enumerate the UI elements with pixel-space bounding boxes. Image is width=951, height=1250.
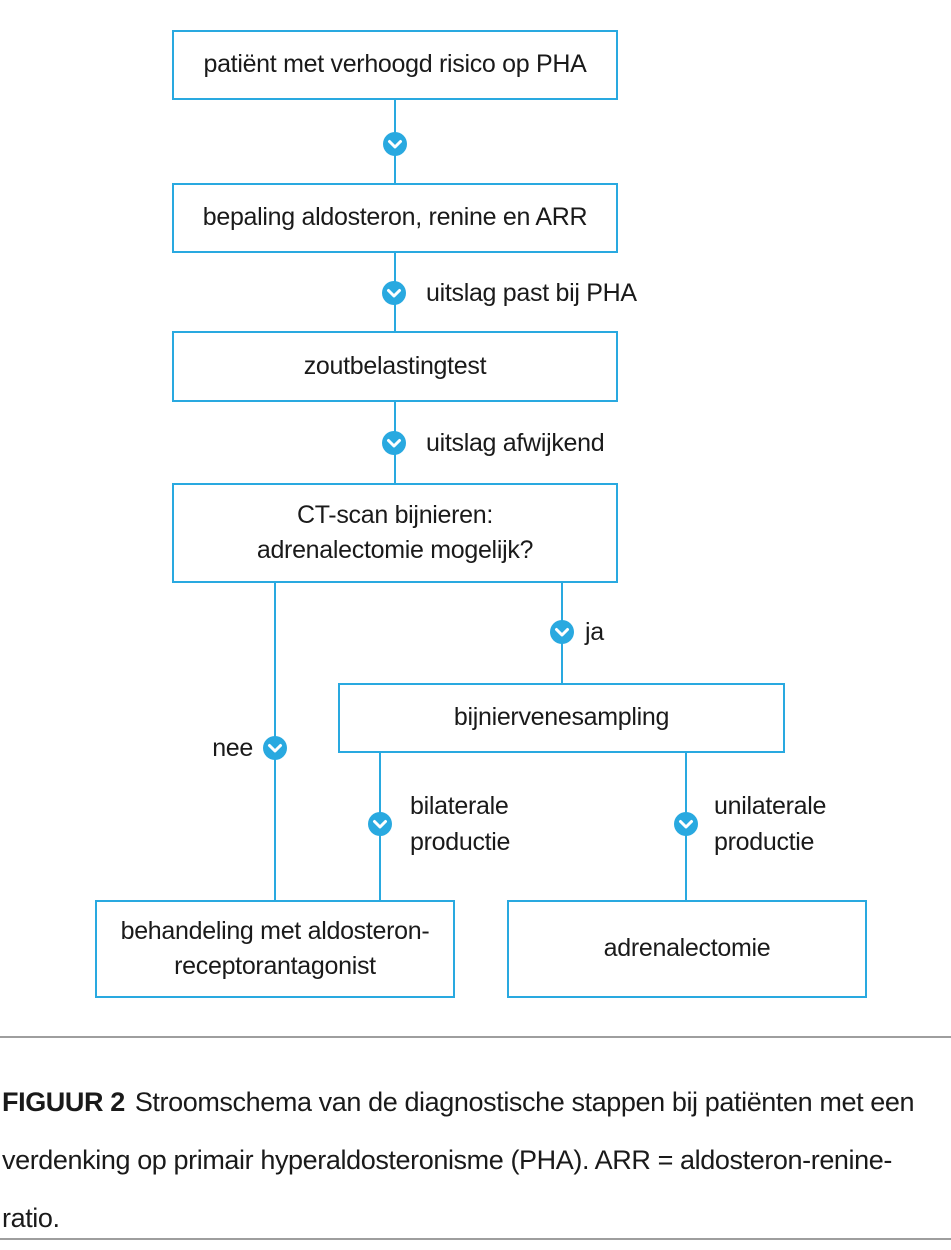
node-patient-risk-label: patiënt met verhoogd risico op PHA [203,50,587,79]
edge-label-ja: ja [585,617,604,646]
caption-divider-bottom [0,1238,951,1240]
node-bijniervenesampling: bijniervenesampling [338,683,785,753]
node-bijniervenesampling-label: bijniervenesampling [453,703,670,732]
node-zoutbelastingtest: zoutbelastingtest [172,331,618,402]
node-ct-scan-label: CT-scan bijnieren: adrenalectomie mogeli… [256,500,534,565]
node-adrenalectomie: adrenalectomie [507,900,867,998]
node-ct-scan: CT-scan bijnieren: adrenalectomie mogeli… [172,483,618,583]
chevron-down-icon [674,812,698,836]
edge-label-uitslag-afwijkend: uitslag afwijkend [426,428,605,457]
arrow-down-icon [382,131,408,157]
chevron-down-icon [383,132,407,156]
node-patient-risk: patiënt met verhoogd risico op PHA [172,30,618,100]
chevron-down-icon [263,736,287,760]
arrow-down-icon [262,735,288,761]
edge-label-bilaterale-productie: bilaterale productie [410,791,511,856]
chevron-down-icon [368,812,392,836]
figure-caption-text: Stroomschema van de diagnostische stappe… [2,1087,915,1233]
arrow-down-icon [367,811,393,837]
arrow-down-icon [673,811,699,837]
node-bepaling-arr-label: bepaling aldosteron, renine en ARR [202,203,588,232]
arrow-down-icon [381,430,407,456]
chevron-down-icon [382,431,406,455]
edge-label-uitslag-past-bij-pha: uitslag past bij PHA [426,278,637,307]
node-behandeling-label: behandeling met aldosteron- receptoranta… [120,916,430,981]
node-zoutbelastingtest-label: zoutbelastingtest [303,351,487,380]
arrow-down-icon [549,619,575,645]
node-bepaling-arr: bepaling aldosteron, renine en ARR [172,183,618,253]
caption-divider-top [0,1036,951,1038]
node-adrenalectomie-label: adrenalectomie [603,934,771,963]
edge-label-nee: nee [212,733,253,762]
chevron-down-icon [550,620,574,644]
edge-label-unilaterale-productie: unilaterale productie [714,791,827,856]
chevron-down-icon [382,281,406,305]
arrow-down-icon [381,280,407,306]
figure-caption-label: FIGUUR 2 [2,1087,125,1117]
node-behandeling: behandeling met aldosteron- receptoranta… [95,900,455,998]
